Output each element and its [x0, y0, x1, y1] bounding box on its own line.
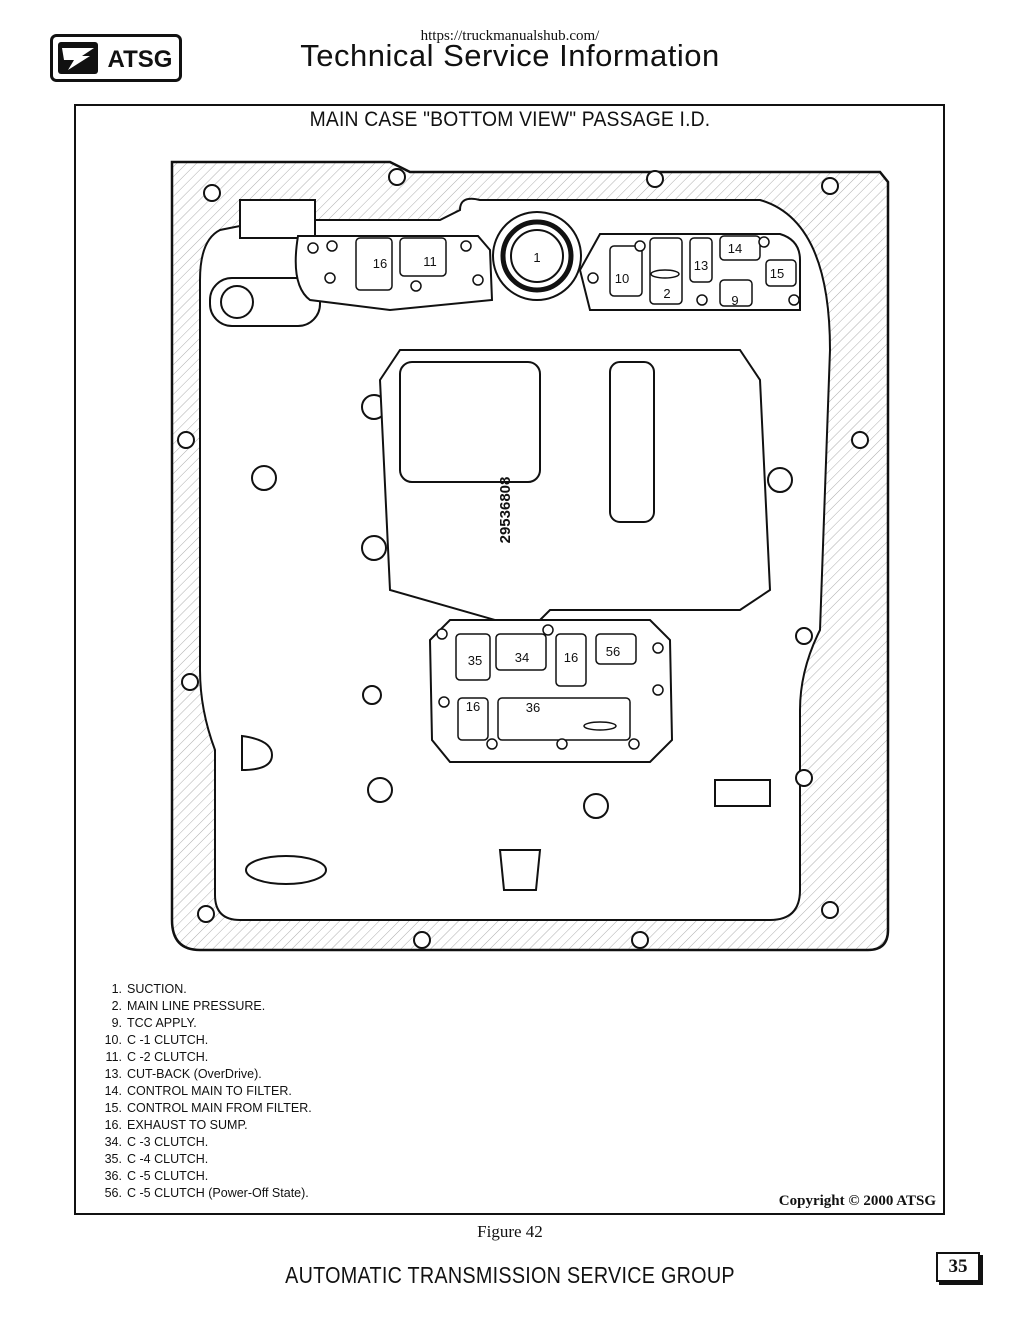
figure-frame: [74, 104, 945, 1215]
footer-text: AUTOMATIC TRANSMISSION SERVICE GROUP: [285, 1262, 735, 1288]
callout-36: 36: [526, 700, 540, 715]
legend-row: 11. C -2 CLUTCH.: [96, 1049, 312, 1066]
legend-text: C -5 CLUTCH (Power-Off State).: [127, 1186, 309, 1200]
legend-number: 11.: [105, 1050, 122, 1064]
legend-text: C -4 CLUTCH.: [127, 1152, 209, 1166]
perimeter-bolt-holes: [177, 168, 869, 949]
figure-title: MAIN CASE "BOTTOM VIEW" PASSAGE I.D.: [309, 108, 711, 131]
callout-16-lower-b: 16: [466, 699, 480, 714]
callout-9: 9: [731, 293, 738, 308]
lower-left-well: [241, 734, 771, 891]
upper-pad-bolts: [307, 236, 800, 306]
legend-text: CONTROL MAIN FROM FILTER.: [127, 1101, 312, 1115]
callout-16-upper: 16: [373, 256, 387, 271]
legend-text: CONTROL MAIN TO FILTER.: [127, 1084, 292, 1098]
center-cavity: [399, 361, 541, 483]
page-number: 35: [936, 1252, 980, 1282]
legend-text: SUCTION.: [127, 982, 187, 996]
legend-number: 56.: [104, 1186, 122, 1200]
copyright: Copyright © 2000 ATSG: [778, 1193, 936, 1209]
legend-number: 36.: [104, 1169, 122, 1183]
callout-11: 11: [423, 254, 437, 269]
callout-13: 13: [694, 258, 708, 273]
legend-text: MAIN LINE PRESSURE.: [127, 999, 266, 1013]
legend-row: 15. CONTROL MAIN FROM FILTER.: [96, 1100, 312, 1117]
right-slot: [609, 361, 655, 523]
legend-number: 15.: [104, 1101, 122, 1115]
legend-row: 35. C -4 CLUTCH.: [96, 1151, 312, 1168]
cast-part-number: 29536808: [497, 477, 514, 544]
callout-14: 14: [728, 241, 742, 256]
legend-row: 56. C -5 CLUTCH (Power-Off State).: [96, 1185, 312, 1202]
legend-number: 16.: [104, 1118, 122, 1132]
source-url: https://truckmanualshub.com/: [420, 28, 600, 44]
legend-row: 14. CONTROL MAIN TO FILTER.: [96, 1083, 312, 1100]
legend-number: 1.: [111, 982, 122, 996]
legend-number: 10.: [104, 1033, 122, 1047]
legend-text: C -5 CLUTCH.: [127, 1169, 209, 1183]
atsg-logo: ATSG: [50, 34, 182, 82]
legend-text: EXHAUST TO SUMP.: [127, 1118, 248, 1132]
legend-row: 10. C -1 CLUTCH.: [96, 1032, 312, 1049]
logo-text: ATSG: [108, 46, 173, 73]
callout-56: 56: [606, 644, 620, 659]
legend-row: 1. SUCTION.: [96, 981, 312, 998]
legend-number: 34.: [104, 1135, 122, 1149]
lower-pad-bolts: [436, 624, 664, 750]
legend-text: TCC APPLY.: [127, 1016, 197, 1030]
legend-row: 13. CUT-BACK (OverDrive).: [96, 1066, 312, 1083]
callout-2: 2: [663, 286, 670, 301]
callout-15: 15: [770, 266, 784, 281]
passage-callouts: 1 16 11 10 2 13 14 15 9 35 34 16 56 16 3…: [373, 241, 784, 715]
callout-34: 34: [515, 650, 529, 665]
legend-number: 35.: [104, 1152, 122, 1166]
legend-number: 14.: [104, 1084, 122, 1098]
legend-text: C -1 CLUTCH.: [127, 1033, 209, 1047]
legend-row: 9. TCC APPLY.: [96, 1015, 312, 1032]
callout-35: 35: [468, 653, 482, 668]
upper-pad-passages: [355, 235, 797, 307]
legend-number: 2.: [111, 999, 122, 1013]
main-case-drawing: 1 16 11 10 2 13 14 15 9 35 34 16 56 16 3…: [170, 160, 890, 952]
legend-row: 2. MAIN LINE PRESSURE.: [96, 998, 312, 1015]
legend-row: 16. EXHAUST TO SUMP.: [96, 1117, 312, 1134]
legend-number: 13.: [104, 1067, 122, 1081]
legend-text: CUT-BACK (OverDrive).: [127, 1067, 262, 1081]
pump-suction-tube: [492, 211, 582, 301]
legend-text: C -2 CLUTCH.: [127, 1050, 209, 1064]
callout-1: 1: [533, 250, 540, 265]
legend-row: 34. C -3 CLUTCH.: [96, 1134, 312, 1151]
lower-pad-passages: [455, 633, 637, 741]
passage-legend: 1. SUCTION. 2. MAIN LINE PRESSURE. 9. TCC APP…: [96, 981, 312, 1202]
callout-16-lower-a: 16: [564, 650, 578, 665]
legend-number: 9.: [111, 1016, 122, 1030]
callout-10: 10: [615, 271, 629, 286]
figure-caption: Figure 42: [477, 1222, 543, 1241]
legend-row: 36. C -5 CLUTCH.: [96, 1168, 312, 1185]
legend-text: C -3 CLUTCH.: [127, 1135, 209, 1149]
page-title: Technical Service Information: [300, 38, 720, 73]
